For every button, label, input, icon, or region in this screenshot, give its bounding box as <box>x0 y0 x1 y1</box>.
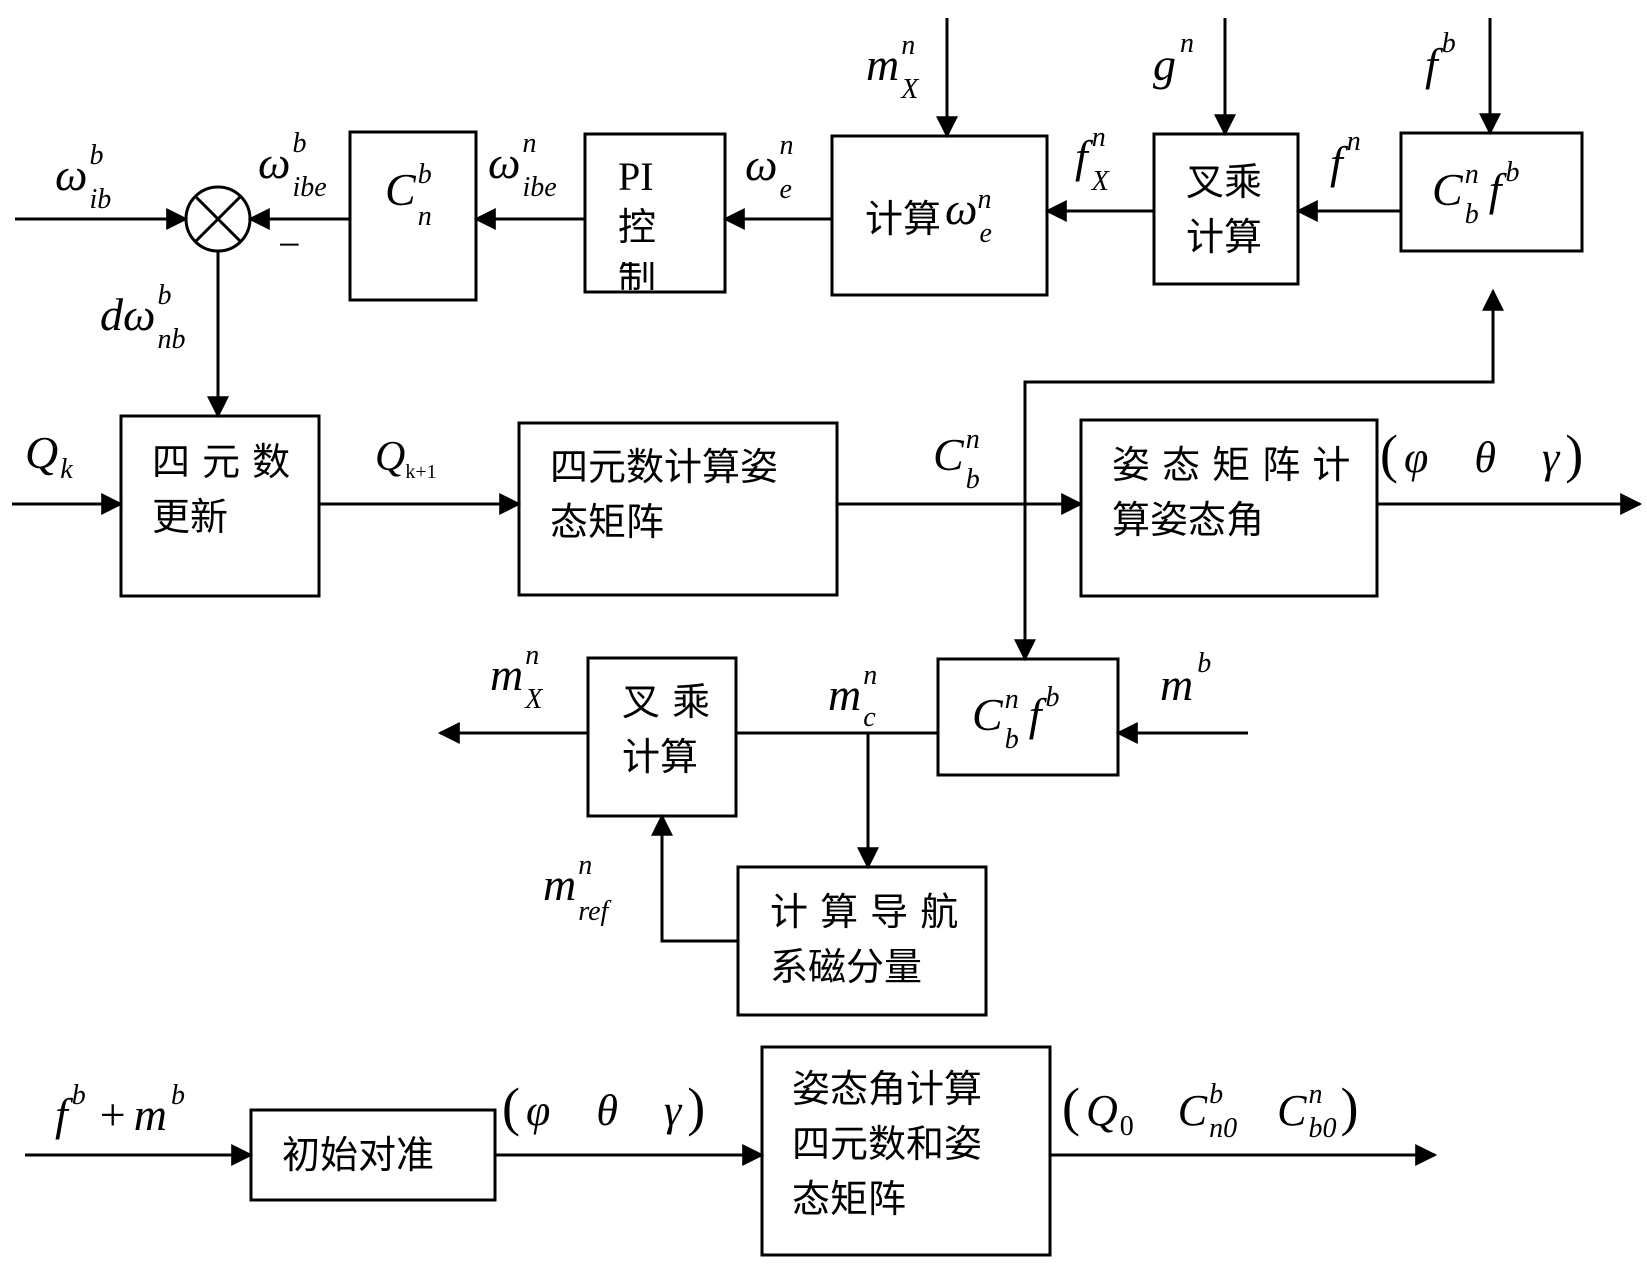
cn-matrix-block <box>348 130 478 302</box>
qk1-label: Qk+1 <box>375 434 437 483</box>
cbn-fb-mid-block <box>936 657 1120 777</box>
qk-label: Qk <box>25 427 73 485</box>
quat-to-matrix-line2: 态矩阵 <box>550 500 664 544</box>
quaternion-to-matrix-block <box>517 421 839 597</box>
angle-to-quaternion-block <box>760 1045 1052 1257</box>
matrix-to-angle-line1: 姿 态 矩 阵 计 <box>1112 443 1350 487</box>
angle-to-quat-line2: 四元数和姿 <box>792 1122 982 1166</box>
nav-mag-line2: 系磁分量 <box>770 945 922 989</box>
cross-mid-line1: 叉 乘 <box>622 680 710 724</box>
pi-label-line1: PI <box>618 154 654 199</box>
matrix-to-angle-line2: 算姿态角 <box>1112 498 1264 542</box>
cbn-branch-up-line <box>1023 288 1504 659</box>
matrix-to-angle-block <box>1079 418 1379 598</box>
summing-junction <box>184 185 252 253</box>
pi-label-line2: 控 <box>618 205 656 249</box>
cross-top-line2: 计算 <box>1186 215 1262 259</box>
angle-to-quat-line1: 姿态角计算 <box>792 1067 982 1111</box>
calc-omega-e-block <box>830 134 1049 297</box>
quat-update-line1: 四 元 数 <box>152 440 290 484</box>
pi-control-block <box>583 132 727 294</box>
pi-label-line3-clip: 制 <box>618 255 656 299</box>
quaternion-update-block <box>119 414 321 598</box>
mref-feedback-line <box>651 813 738 943</box>
initial-alignment-block <box>249 1108 497 1202</box>
cross-top-line1: 叉乘 <box>1186 160 1262 204</box>
minus-sign: − <box>278 222 301 267</box>
quat-update-line2: 更新 <box>152 495 228 539</box>
cross-product-top-block <box>1152 132 1300 286</box>
quat-to-matrix-line1: 四元数计算姿 <box>550 445 778 489</box>
angle-to-quat-line3: 态矩阵 <box>792 1177 906 1221</box>
init-align-label: 初始对准 <box>282 1133 434 1177</box>
nav-mag-line1: 计 算 导 航 <box>770 890 958 934</box>
cross-mid-line2: 计算 <box>622 735 698 779</box>
pi-label-line3: 制 <box>618 255 656 299</box>
